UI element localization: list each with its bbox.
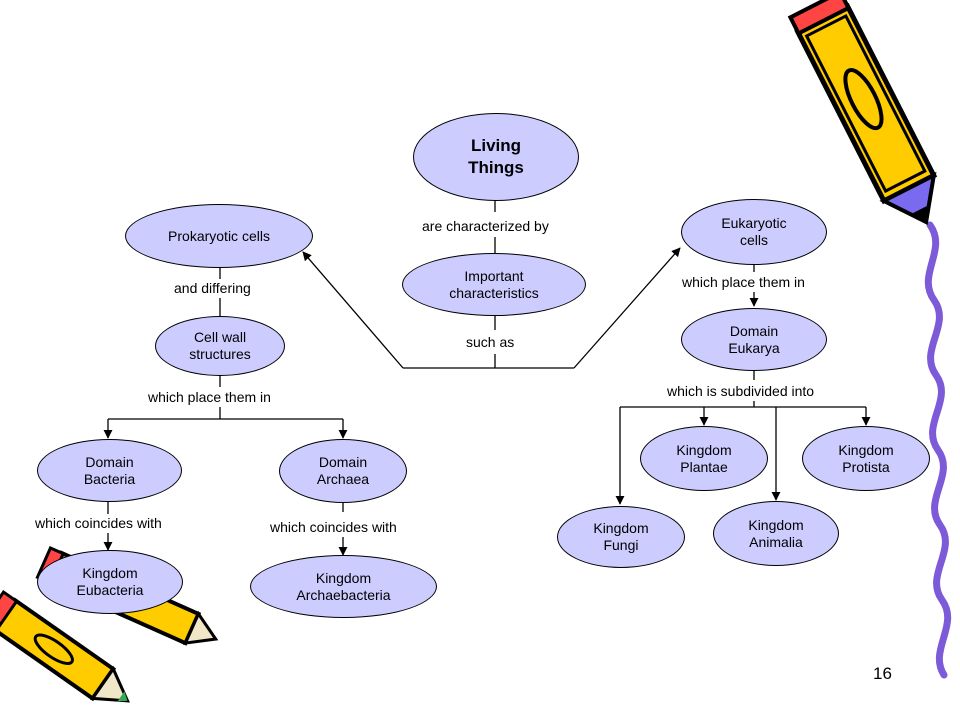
node-kingdom-plantae: Kingdom Plantae xyxy=(640,426,768,491)
label-which-coincides-with-archaea: which coincides with xyxy=(270,519,397,535)
node-domain-eukarya: Domain Eukarya xyxy=(681,308,827,371)
arrow-to-prokaryotic xyxy=(302,251,404,369)
node-kingdom-protista: Kingdom Protista xyxy=(802,426,930,491)
node-cell-wall-structures: Cell wall structures xyxy=(155,316,285,376)
wavy-line xyxy=(924,221,952,679)
label-such-as: such as xyxy=(466,334,515,350)
node-important-characteristics: Important characteristics xyxy=(402,253,586,316)
pencil-icon xyxy=(0,589,130,703)
label-which-coincides-with-bacteria: which coincides with xyxy=(35,515,162,531)
node-domain-archaea: Domain Archaea xyxy=(279,439,407,503)
node-kingdom-animalia: Kingdom Animalia xyxy=(713,501,839,566)
label-which-place-them-in-right: which place them in xyxy=(682,274,805,290)
node-kingdom-archaebacteria: Kingdom Archaebacteria xyxy=(250,555,437,618)
label-are-characterized-by: are characterized by xyxy=(422,218,549,234)
node-kingdom-eubacteria: Kingdom Eubacteria xyxy=(37,550,183,614)
node-eukaryotic-cells: Eukaryotic cells xyxy=(681,199,827,265)
label-which-is-subdivided-into: which is subdivided into xyxy=(667,383,815,399)
node-domain-bacteria: Domain Bacteria xyxy=(37,439,182,502)
label-and-differing: and differing xyxy=(174,280,251,296)
label-which-place-them-in-left: which place them in xyxy=(148,389,271,405)
node-living-things: Living Things xyxy=(413,113,579,201)
pencil-icon xyxy=(787,0,938,226)
arrow-to-eukaryotic xyxy=(573,247,681,369)
node-kingdom-fungi: Kingdom Fungi xyxy=(557,506,685,568)
page-number: 16 xyxy=(873,664,892,683)
node-prokaryotic-cells: Prokaryotic cells xyxy=(125,204,313,268)
